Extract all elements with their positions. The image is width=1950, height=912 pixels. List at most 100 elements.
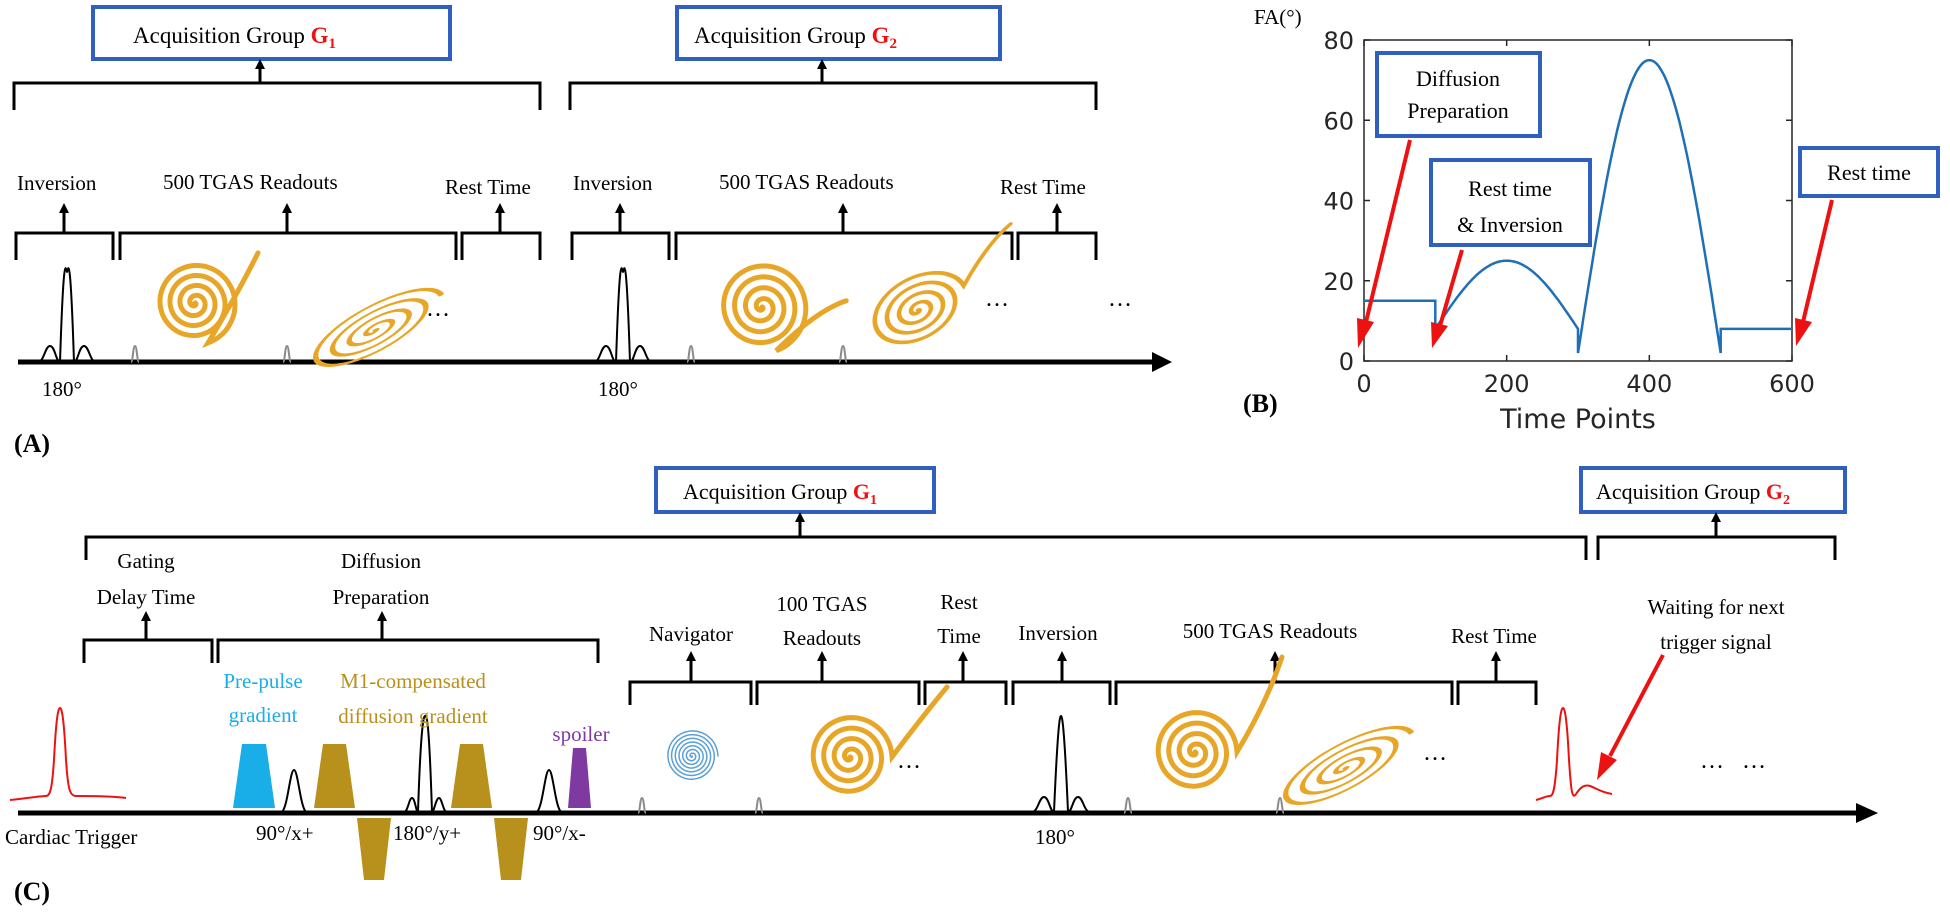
- spiral-path: [1155, 654, 1285, 789]
- ellipsis-c2: …: [1423, 740, 1447, 766]
- svg-text:& Inversion: & Inversion: [1457, 212, 1563, 237]
- x-tick-label: 0: [1356, 370, 1371, 398]
- label-rest-c: Rest Time: [1451, 624, 1537, 648]
- deg180-a2: 180°: [598, 377, 638, 401]
- label-rest-2: Time: [937, 624, 981, 648]
- label-spoiler: spoiler: [552, 722, 609, 746]
- svg-text:Diffusion: Diffusion: [1416, 66, 1500, 91]
- label-inversion-c: Inversion: [1018, 621, 1098, 645]
- label-readouts-1: 500 TGAS Readouts: [163, 170, 338, 194]
- group-bracket-g1: [12, 59, 542, 110]
- panel-label-a: (A): [14, 429, 50, 458]
- tgas-spiral-tilted-1: [312, 287, 444, 368]
- label-readouts-c: 500 TGAS Readouts: [1183, 619, 1358, 643]
- red-arrow-c: [1597, 654, 1665, 780]
- label-tgas100-2: Readouts: [783, 626, 861, 650]
- y-tick-label: 60: [1323, 107, 1354, 135]
- tgas-spiral-tilted-2: [872, 222, 1013, 345]
- svg-text:Preparation: Preparation: [1407, 98, 1508, 123]
- label-cardiac-trigger: Cardiac Trigger: [5, 825, 137, 849]
- label-m1-2: diffusion gradient: [338, 704, 488, 728]
- svg-text:Rest time: Rest time: [1827, 160, 1911, 185]
- spiral-path: [157, 250, 261, 349]
- ecg-trigger-1: [9, 706, 127, 801]
- svg-text:Acquisition Group G1: Acquisition Group G1: [683, 479, 877, 508]
- ellipsis-a3: …: [1108, 286, 1132, 312]
- tgas-spiral-2: [721, 263, 849, 354]
- red-arrows-b: [1357, 139, 1834, 348]
- time-axis-a: [18, 352, 1172, 372]
- small-pulses-a: [130, 344, 848, 363]
- panel-label-c: (C): [14, 877, 50, 906]
- label-180-c: 180°: [1035, 825, 1075, 849]
- group-bracket-g2: [568, 59, 1098, 110]
- tgas-spiral-c1: [810, 684, 950, 794]
- spiral-path: [721, 263, 849, 354]
- annot-rest-inversion: Rest time & Inversion: [1429, 158, 1592, 247]
- label-waiting-1: Waiting for next: [1647, 595, 1784, 619]
- panel-c: Acquisition Group G1 Acquisition Group G…: [5, 466, 1878, 906]
- label-180y: 180°/y+: [393, 821, 461, 845]
- label-prepulse-1: Pre-pulse: [223, 669, 302, 693]
- spiral-path: [1282, 725, 1414, 806]
- tgas-spiral-1: [157, 250, 261, 349]
- x-axis-label: Time Points: [1499, 404, 1656, 435]
- label-diffprep-1: Diffusion: [341, 549, 422, 573]
- brackets-c: [82, 611, 1538, 705]
- label-waiting-2: trigger signal: [1660, 630, 1772, 654]
- svg-text:Acquisition Group G2: Acquisition Group G2: [694, 23, 897, 52]
- prep-rf-pulses: [281, 714, 562, 814]
- svg-text:Acquisition Group G2: Acquisition Group G2: [1596, 479, 1790, 508]
- spiral-path: [810, 684, 950, 794]
- label-rest-1: Rest Time: [445, 175, 531, 199]
- panel-label-b: (B): [1243, 389, 1278, 418]
- acq-group-g1-box: Acquisition Group G1: [91, 5, 452, 61]
- brackets-a-g1: [14, 203, 542, 260]
- label-inversion-2: Inversion: [573, 171, 653, 195]
- fa-series-line: [1364, 58, 1792, 354]
- y-tick-label: 20: [1323, 268, 1354, 296]
- time-axis-c: [18, 803, 1878, 823]
- label-navigator: Navigator: [649, 622, 733, 646]
- annot-rest-time: Rest time: [1798, 146, 1940, 198]
- y-axis-label: FA(°): [1254, 5, 1302, 29]
- label-gating-2: Delay Time: [97, 585, 196, 609]
- svg-text:Acquisition Group G1: Acquisition Group G1: [133, 23, 336, 52]
- label-gating-1: Gating: [117, 549, 175, 573]
- svg-text:Rest time: Rest time: [1468, 176, 1552, 201]
- label-prepulse-2: gradient: [229, 703, 298, 727]
- spiral-path: [667, 730, 719, 780]
- label-90xm: 90°/x-: [533, 821, 586, 845]
- tgas-spiral-c2: [1155, 654, 1285, 789]
- tgas-spiral-tilted-c: [1282, 725, 1414, 806]
- y-tick-label: 0: [1339, 348, 1354, 376]
- label-readouts-2: 500 TGAS Readouts: [719, 170, 894, 194]
- spiral-path: [312, 287, 444, 368]
- panel-a: Acquisition Group G1 Acquisition Group G…: [12, 5, 1172, 458]
- ellipsis-c3: … …: [1700, 748, 1766, 774]
- acq-group-g2-box-c: Acquisition Group G2: [1579, 466, 1847, 514]
- group-bracket-c: [84, 512, 1837, 560]
- y-tick-label: 40: [1323, 188, 1354, 216]
- inversion-pulse-2: [593, 267, 653, 364]
- acq-group-g1-box-c: Acquisition Group G1: [654, 466, 936, 514]
- inversion-pulse-1: [37, 267, 97, 364]
- y-tick-label: 80: [1323, 27, 1354, 55]
- ellipsis-c1: …: [897, 748, 921, 774]
- label-diffprep-2: Preparation: [333, 585, 430, 609]
- annot-diffusion-prep: Diffusion Preparation: [1375, 51, 1542, 138]
- label-rest-1: Rest: [940, 590, 978, 614]
- acq-group-g2-box: Acquisition Group G2: [675, 5, 1002, 61]
- m1-gradients: [314, 744, 528, 880]
- ellipsis-a1: …: [426, 296, 450, 322]
- label-tgas100-1: 100 TGAS: [776, 592, 867, 616]
- small-pulses-c: [637, 796, 1285, 814]
- inversion-pulse-c: [1031, 714, 1091, 814]
- label-inversion-1: Inversion: [17, 171, 97, 195]
- spoiler-gradient: [568, 748, 591, 808]
- deg180-a1: 180°: [42, 377, 82, 401]
- prepulse-gradient: [233, 744, 275, 808]
- ecg-trigger-2: [1535, 706, 1613, 801]
